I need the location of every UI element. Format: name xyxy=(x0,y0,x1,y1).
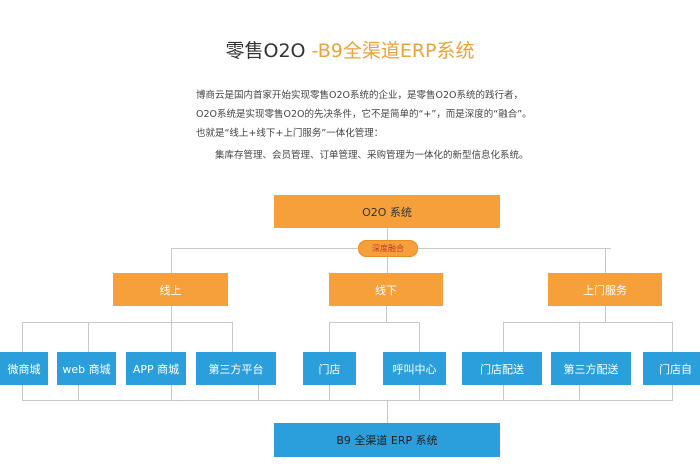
node-third-party-platform: 第三方平台 xyxy=(196,352,276,385)
connector xyxy=(22,400,673,401)
connector xyxy=(258,385,259,400)
node-third-party-delivery: 第三方配送 xyxy=(551,352,631,385)
connector xyxy=(503,385,504,400)
connector xyxy=(329,322,420,323)
group-online: 线上 xyxy=(113,273,228,306)
connector xyxy=(579,322,580,352)
erp-system-node: B9 全渠道 ERP 系统 xyxy=(274,423,500,457)
connector xyxy=(387,400,388,423)
intro-line: O2O系统是实现零售O2O的先决条件，它不是简单的“+”，而是深度的“融合”。 xyxy=(196,109,532,120)
connector xyxy=(605,248,606,273)
node-wechat-mall: 微商城 xyxy=(0,352,48,385)
connector xyxy=(579,385,580,400)
root-node: O2O 系统 xyxy=(274,195,500,228)
page-title: 零售O2O -B9全渠道ERP系统 xyxy=(0,36,700,63)
intro-line: 博商云是国内首家开始实现零售O2O系统的企业，是零售O2O系统的践行者， xyxy=(196,90,523,101)
node-store-pickup: 门店自 xyxy=(643,352,700,385)
connector xyxy=(329,385,330,400)
node-web-mall: web 商城 xyxy=(57,352,116,385)
connector xyxy=(22,385,23,400)
connector xyxy=(78,385,79,400)
connector xyxy=(672,385,673,400)
node-call-center: 呼叫中心 xyxy=(383,352,446,385)
connector xyxy=(419,322,420,352)
node-app-mall: APP 商城 xyxy=(126,352,186,385)
connector xyxy=(419,385,420,400)
connector xyxy=(22,322,233,323)
node-store-delivery: 门店配送 xyxy=(462,352,542,385)
intro-line: 集库存管理、会员管理、订单管理、采购管理为一体化的新型信息化系统。 xyxy=(196,150,529,161)
connector xyxy=(386,306,387,322)
group-home-service: 上门服务 xyxy=(548,273,662,306)
connector xyxy=(329,322,330,352)
connector xyxy=(503,322,673,323)
intro-line: 也就是“线上+线下+上门服务”一体化管理： xyxy=(196,128,384,139)
connector xyxy=(672,322,673,352)
connector xyxy=(503,322,504,352)
connector xyxy=(22,322,23,352)
group-offline: 线下 xyxy=(329,273,443,306)
connector xyxy=(171,248,172,273)
connector xyxy=(88,322,89,352)
connector xyxy=(605,306,606,322)
title-main: 零售O2O xyxy=(225,40,306,62)
node-store: 门店 xyxy=(303,352,356,385)
title-accent: -B9全渠道ERP系统 xyxy=(305,40,475,62)
connector xyxy=(232,322,233,352)
connector xyxy=(171,385,172,400)
connector xyxy=(171,306,172,352)
fusion-label: 深度融合 xyxy=(358,240,418,257)
